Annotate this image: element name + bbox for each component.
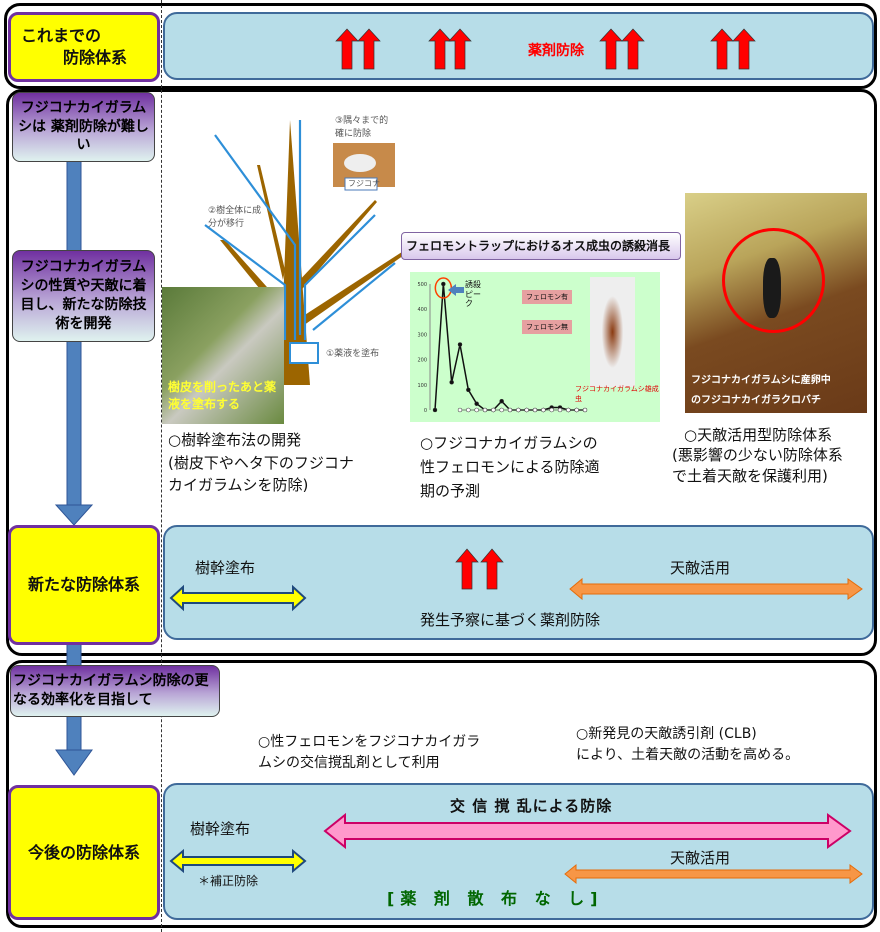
data-point xyxy=(507,407,513,413)
data-point xyxy=(557,407,563,413)
peak-label: 誘殺ピーク xyxy=(465,280,481,309)
bark-photo-caption: 樹皮を削ったあと薬液を塗布する xyxy=(168,380,277,411)
pheromone-chart: 0 100 200 300 400 500 xyxy=(417,277,588,414)
note-apply: ①薬液を塗布 xyxy=(326,349,380,359)
data-point xyxy=(499,398,504,404)
caption-line: カイガラムシを防除) xyxy=(168,476,309,494)
y-tick-label: 300 xyxy=(417,332,427,338)
past-system-bar: 薬剤防除 xyxy=(163,12,874,80)
enemy-label: 天敵活用 xyxy=(670,849,731,867)
data-point xyxy=(474,401,479,406)
red-up-arrows-icon xyxy=(335,28,756,70)
highlight-circle xyxy=(722,228,825,333)
caption-line: で土着天敵を保護利用) xyxy=(672,466,828,485)
caption-line: (樹皮下やヘタ下のフジコナ xyxy=(168,453,354,472)
enemy-range-arrow-icon xyxy=(569,577,863,601)
insect-label: フジコナ xyxy=(348,179,380,188)
data-point xyxy=(532,407,538,413)
step-label-difficult: フジコナカイガラムシは 薬剤防除が難しい xyxy=(12,92,155,162)
note-spread: ②樹全体に成分が移行 xyxy=(208,206,262,229)
note-thorough: ③隅々まで的確に防除 xyxy=(335,116,389,139)
chemical-control-text: 薬剤防除 xyxy=(528,43,584,59)
legend-without: フェロモン無 xyxy=(522,320,572,334)
future-system-bar: 交 信 撹 乱による防除 樹幹塗布 ＊補正防除 天敵活用 [薬 剤 散 布 な … xyxy=(163,783,874,920)
note-line: ○新発見の天敵誘引剤 (CLB) xyxy=(576,726,757,742)
data-point xyxy=(516,407,521,413)
spray-label: 発生予察に基づく薬剤防除 xyxy=(420,611,601,629)
data-point xyxy=(524,407,529,413)
male-insect-photo xyxy=(590,277,635,387)
enemy-caption-1: フジコナカイガラムシに産卵中 xyxy=(691,375,831,386)
label-line: これまでの xyxy=(21,26,102,46)
y-tick-label: 400 xyxy=(417,307,427,313)
data-point xyxy=(441,281,446,287)
y-tick-label: 100 xyxy=(417,383,427,389)
tree-diagram xyxy=(204,120,407,385)
step-label-develop: フジコナカイガラムシの性質や天敵に着目し、新たな防除技術を開発 xyxy=(12,250,155,342)
disruption-range-arrow-icon xyxy=(323,812,852,850)
new-system-arrows xyxy=(169,548,863,612)
pheromone-chart-panel: 0 100 200 300 400 500 誘殺ピーク フェロモン有 フェロモン無 フジコ… xyxy=(410,272,660,422)
new-system-label: 新たな防除体系 xyxy=(8,525,160,645)
wasp-icon xyxy=(763,258,781,318)
note-line: により、土着天敵の活動を高める。 xyxy=(576,747,800,763)
data-point xyxy=(457,407,463,413)
trunk-range-arrow-icon xyxy=(169,848,307,874)
data-point xyxy=(482,407,488,413)
bark-photo: 樹皮を削ったあと薬液を塗布する xyxy=(162,287,284,424)
data-point xyxy=(499,407,504,413)
label-line: 防除体系 xyxy=(63,48,128,67)
data-point xyxy=(491,407,496,413)
data-point xyxy=(466,407,471,413)
caption-tree: ○樹幹塗布法の開発 (樹皮下やヘタ下のフジコナ カイガラムシを防除) xyxy=(168,429,354,497)
data-point xyxy=(466,387,471,393)
caption-pheromone: ○フジコナカイガラムシの 性フェロモンによる防除適 期の予測 xyxy=(420,431,600,503)
pheromone-figure-title: フェロモントラップにおけるオス成虫の誘殺消長 xyxy=(401,232,681,260)
future-system-arrows xyxy=(169,812,863,885)
data-point xyxy=(549,407,554,413)
disruption-label: 交 信 撹 乱による防除 xyxy=(450,797,613,815)
caption-line: ○天敵活用型防除体系 xyxy=(684,426,833,444)
divider-line xyxy=(161,0,162,932)
caption-enemy: ○天敵活用型防除体系 (悪影響の少ない防除体系 で土着天敵を保護利用) xyxy=(672,425,843,486)
enemy-range-arrow-icon xyxy=(564,863,863,885)
trunk-range-arrow-icon xyxy=(169,584,307,612)
future-note-clb: ○新発見の天敵誘引剤 (CLB) により、土着天敵の活動を高める。 xyxy=(576,724,799,766)
enemy-caption-2: のフジコナカイガラクロバチ xyxy=(691,395,821,406)
caption-line: (悪影響の少ない防除体系 xyxy=(672,446,843,465)
trunk-note: ＊補正防除 xyxy=(198,874,259,888)
y-tick-label: 0 xyxy=(424,408,427,414)
data-point xyxy=(541,407,546,413)
future-note-pheromone: ○性フェロモンをフジコナカイガラ ムシの交信撹乱剤として利用 xyxy=(258,732,480,774)
data-point xyxy=(582,407,588,413)
caption-line: 性フェロモンによる防除適 xyxy=(420,458,600,476)
natural-enemy-photo: フジコナカイガラムシに産卵中 のフジコナカイガラクロバチ xyxy=(685,193,867,413)
trunk-label: 樹幹塗布 xyxy=(190,820,251,838)
data-point xyxy=(566,407,571,413)
note-line: ムシの交信撹乱剤として利用 xyxy=(258,755,440,771)
red-up-arrows-icon xyxy=(455,548,504,590)
new-system-bar: 樹幹塗布 天敵活用 発生予察に基づく薬剤防除 xyxy=(163,525,874,640)
data-point xyxy=(432,407,438,413)
y-tick-label: 200 xyxy=(417,358,427,364)
caption-line: ○樹幹塗布法の開発 xyxy=(168,431,302,449)
future-system-label: 今後の防除体系 xyxy=(8,785,160,920)
caption-line: ○フジコナカイガラムシの xyxy=(420,434,598,452)
data-point xyxy=(474,407,479,413)
step-label-efficiency: フジコナカイガラムシ防除の更なる効率化を目指して xyxy=(10,665,220,717)
male-insect-caption: フジコナカイガラムシ雄成虫 xyxy=(575,385,659,403)
past-system-label: これまでの 防除体系 xyxy=(8,12,160,82)
caption-line: 期の予測 xyxy=(420,482,481,500)
data-point xyxy=(449,380,454,385)
data-point xyxy=(457,342,463,347)
enemy-label: 天敵活用 xyxy=(670,559,731,577)
legend-with: フェロモン有 xyxy=(522,290,572,304)
peak-arrow-icon xyxy=(448,284,464,296)
trunk-label: 樹幹塗布 xyxy=(195,559,256,577)
data-point xyxy=(574,407,579,413)
no-spray-label: [薬 剤 散 布 な し] xyxy=(387,889,604,908)
y-tick-label: 500 xyxy=(417,282,427,288)
note-line: ○性フェロモンをフジコナカイガラ xyxy=(258,734,481,750)
